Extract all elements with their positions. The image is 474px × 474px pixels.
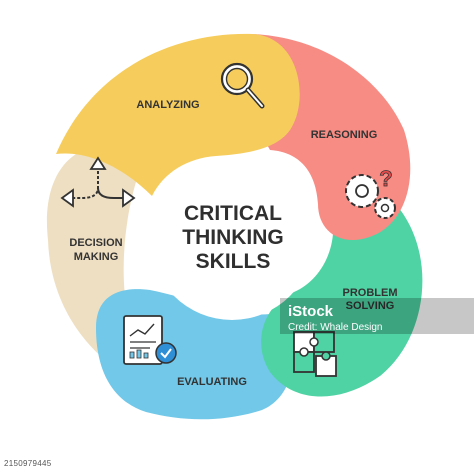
magnifier-icon <box>220 62 265 109</box>
center-circle <box>150 156 314 320</box>
label-problem-line1: PROBLEM <box>343 287 398 299</box>
puzzle-icon <box>293 331 337 377</box>
center-title-line1: CRITICAL <box>184 202 282 225</box>
label-decision-line1: DECISION <box>69 237 122 249</box>
label-problem-line2: SOLVING <box>346 300 395 312</box>
label-analyzing: ANALYZING <box>136 99 199 111</box>
label-evaluating: EVALUATING <box>177 376 247 388</box>
report-check-icon <box>123 315 177 365</box>
label-reasoning: REASONING <box>311 129 378 141</box>
svg-text:?: ? <box>379 166 392 191</box>
image-id: 2150979445 <box>4 459 52 468</box>
label-decision-line2: MAKING <box>74 251 119 263</box>
watermark: iStock Credit: Whale Design <box>280 298 474 334</box>
center-title-line3: SKILLS <box>196 250 271 273</box>
gears-question-icon: ? <box>345 166 396 219</box>
segment-decision-making <box>46 143 168 388</box>
watermark-credit: Credit: Whale Design <box>288 322 382 333</box>
split-arrows-icon <box>60 156 136 208</box>
center-title-line2: THINKING <box>182 226 284 249</box>
watermark-brand: iStock <box>288 303 334 320</box>
